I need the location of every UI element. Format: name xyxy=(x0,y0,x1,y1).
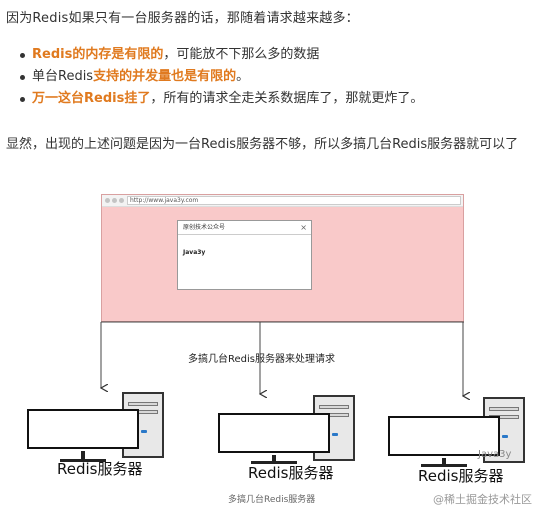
list-item: 单台Redis支持的并发量也是有限的。 xyxy=(18,66,423,88)
diagram-caption: 多搞几台Redis服务器来处理请求 xyxy=(188,354,335,365)
list-item-rest: ，可能放不下那么多的数据 xyxy=(163,47,320,62)
list-item-prefix: 单台Redis xyxy=(32,69,94,84)
browser-toolbar: http://www.java3y.com xyxy=(102,195,463,207)
window-controls xyxy=(105,198,124,203)
list-item-highlight: 支持的并发量也是有限的 xyxy=(93,69,237,84)
watermark-text: Java3y xyxy=(478,449,512,460)
figure-caption: 多搞几台Redis服务器 xyxy=(228,495,316,505)
site-watermark: @稀土掘金技术社区 xyxy=(433,493,532,506)
list-item-rest: ，所有的请求全走关系数据库了，那就更炸了。 xyxy=(150,91,424,106)
server-label: Redis服务器 xyxy=(418,467,504,485)
browser-window-illustration: http://www.java3y.com 原创技术公众号 × Java3y xyxy=(101,194,464,322)
list-item: Redis的内存是有限的，可能放不下那么多的数据 xyxy=(18,44,423,66)
monitor-icon xyxy=(218,413,330,453)
address-bar: http://www.java3y.com xyxy=(127,196,461,205)
popup-dialog: 原创技术公众号 × Java3y xyxy=(177,220,312,290)
intro-text: 因为Redis如果只有一台服务器的话，那随着请求越来越多： xyxy=(6,11,359,26)
list-item: 万一这台Redis挂了，所有的请求全走关系数据库了，那就更炸了。 xyxy=(18,88,423,110)
dialog-header: 原创技术公众号 × xyxy=(178,221,311,235)
problem-list: Redis的内存是有限的，可能放不下那么多的数据 单台Redis支持的并发量也是… xyxy=(18,44,423,110)
list-item-rest: 。 xyxy=(236,69,250,84)
list-item-highlight: 万一这台Redis挂了 xyxy=(32,91,151,106)
server-label: Redis服务器 xyxy=(57,460,143,478)
dialog-body-text: Java3y xyxy=(183,249,206,256)
monitor-icon xyxy=(388,416,500,456)
server-label: Redis服务器 xyxy=(248,464,334,482)
conclusion-text: 显然，出现的上述问题是因为一台Redis服务器不够，所以多搞几台Redis服务器… xyxy=(6,137,519,152)
dialog-title: 原创技术公众号 xyxy=(183,224,226,231)
close-icon: × xyxy=(300,223,307,232)
monitor-icon xyxy=(27,409,139,449)
list-item-highlight: Redis的内存是有限的 xyxy=(32,47,164,62)
